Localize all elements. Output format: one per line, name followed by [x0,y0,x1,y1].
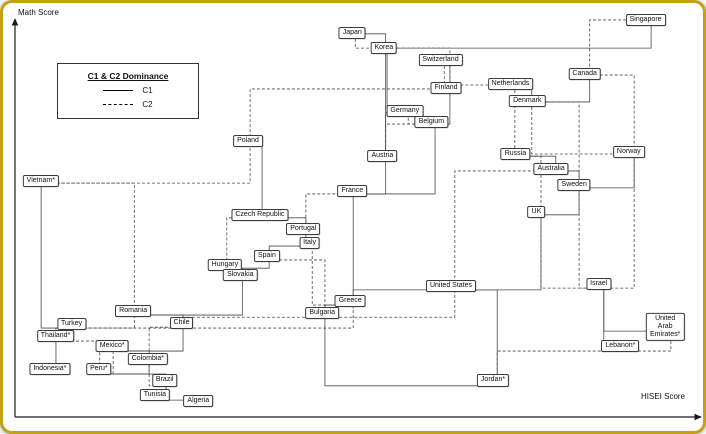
country-node-colombia: Colombia* [127,353,169,366]
dominance-edge-c1 [387,19,652,49]
legend-item-c1-label: C1 [142,86,153,95]
country-node-japan: Japan [338,27,366,40]
dominance-edge-c1 [454,214,542,291]
country-node-jordan: Jordan* [476,374,510,387]
dominance-edge-c2 [589,19,652,76]
dominance-edge-c2 [496,350,626,386]
country-node-france: France [337,185,368,198]
country-node-portugal: Portugal [286,222,321,235]
country-node-netherlands: Netherlands [487,77,534,90]
dominance-edge-c1 [40,183,73,329]
country-node-israel: Israel [586,278,612,291]
country-node-korea: Korea [370,41,398,54]
dominance-edge-c2 [454,170,556,290]
dominance-edge-c2 [41,143,251,184]
legend-item-c2-label: C2 [142,100,153,109]
legend-item-c2: C2 [66,100,190,109]
dominance-edge-c2 [182,316,325,328]
dominance-edge-c1 [454,289,498,386]
dominance-edge-c2 [578,187,604,289]
dominance-edge-c2 [603,154,635,289]
country-node-turkey: Turkey [57,317,87,330]
dominance-edge-c2 [589,74,635,155]
dashed-line-sample [103,104,134,105]
country-node-australia: Australia [533,162,569,175]
country-node-canada: Canada [568,68,601,81]
country-node-russia: Russia [500,148,531,161]
dominance-edge-c2 [531,101,580,188]
plot-area: Math Score HISEI Score C1 & C2 Dominance… [3,3,703,431]
country-node-lebanon: Lebanon* [601,340,640,353]
solid-line-sample [103,90,134,91]
dominance-edge-c1 [250,142,263,218]
country-node-peru: Peru* [86,362,112,375]
dominance-edge-c1 [352,289,455,306]
country-node-greece: Greece [334,294,366,307]
country-node-denmark: Denmark [509,94,546,107]
dominance-edge-c2 [41,182,135,316]
dominance-edge-c2 [540,214,604,289]
country-node-singapore: Singapore [625,13,666,26]
legend-box: C1 & C2 Dominance C1 C2 [57,63,199,119]
country-node-vietnam: Vietnam* [22,174,59,187]
country-node-sweden: Sweden [557,179,591,192]
country-node-germany: Germany [386,105,424,118]
x-axis-label: HISEI Score [640,392,685,401]
country-node-uk: UK [527,205,546,218]
country-node-mexico: Mexico* [95,340,129,353]
legend-item-c1: C1 [66,86,190,95]
dominance-edge-c1 [352,193,356,306]
country-node-slovakia: Slovakia [223,269,258,282]
country-node-finland: Finland [430,81,462,94]
country-node-tunisia: Tunisia [139,388,171,401]
country-node-belgium: Belgium [414,116,449,129]
country-node-bulgaria: Bulgaria [305,306,340,319]
country-node-switzerland: Switzerland [418,54,463,67]
country-node-chile: Chile [169,316,194,329]
country-node-norway: Norway [612,145,645,158]
country-node-austria: Austria [367,149,398,162]
dominance-edge-c1 [324,317,498,387]
dominance-edge-c1 [386,48,409,114]
country-node-thailand: Thailand* [36,330,75,343]
country-node-italy: Italy [299,236,321,249]
country-node-algeria: Algeria [183,394,214,407]
country-node-united-arab-emirates: United Arab Emirates* [646,312,685,341]
country-node-poland: Poland [233,135,263,148]
country-node-spain: Spain [253,250,280,263]
country-node-indonesia: Indonesia* [29,362,71,375]
country-node-brazil: Brazil [151,374,178,387]
country-node-romania: Romania [115,304,152,317]
legend-title: C1 & C2 Dominance [87,71,169,81]
country-node-czech-republic: Czech Republic [231,208,289,221]
dominance-edge-c1 [540,187,580,216]
country-node-united-states: United States [425,279,477,292]
y-axis-label: Math Score [18,8,59,17]
